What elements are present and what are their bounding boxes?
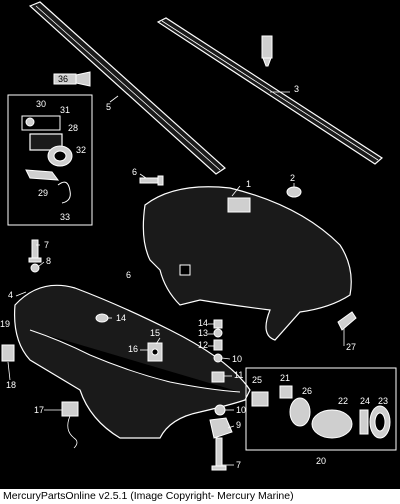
callout-17: 17	[34, 405, 44, 415]
callout-4: 4	[8, 290, 13, 300]
bolt-part-7-bottom	[211, 437, 227, 471]
latch-part-17	[61, 401, 79, 449]
inset-detail-box	[7, 94, 93, 226]
callout-15: 15	[150, 328, 160, 338]
callout-1: 1	[246, 179, 251, 189]
callout-19: 19	[0, 319, 10, 329]
grommet-part-14	[95, 313, 109, 323]
callout-14-right: 14	[198, 318, 208, 328]
washer-part-8	[30, 263, 40, 273]
callout-13: 13	[198, 328, 208, 338]
inset-box-part-20	[245, 367, 397, 451]
sealant-bottle	[261, 35, 273, 67]
callout-11: 11	[234, 370, 243, 380]
screw-part-6	[139, 175, 164, 186]
pad-part-18	[1, 344, 15, 362]
callout-7-top: 7	[44, 240, 49, 250]
callout-24: 24	[360, 396, 370, 406]
callout-25: 25	[252, 375, 262, 385]
callout-3: 3	[294, 84, 299, 94]
callout-21: 21	[280, 373, 290, 383]
callout-33: 33	[60, 212, 70, 222]
image-caption: MercuryPartsOnline v2.5.1 (Image Copyrig…	[0, 489, 400, 504]
top-cowl-part-1	[142, 186, 352, 341]
seal-strip-part-5	[28, 1, 226, 175]
fastener-stack	[211, 319, 225, 383]
seal-part-27	[337, 311, 357, 331]
callout-28: 28	[68, 123, 78, 133]
decal-part-2	[286, 186, 302, 198]
callout-labels: 1 2 3 4 5 6 6 7 7 8 9 10 10 11 12 13 14 …	[0, 74, 388, 470]
callout-8: 8	[46, 256, 51, 266]
callout-22: 22	[338, 396, 348, 406]
callout-12: 12	[198, 340, 208, 350]
callout-32: 32	[76, 145, 86, 155]
bottom-cowl-part-4	[13, 284, 251, 439]
callout-23: 23	[378, 396, 388, 406]
washer-part-10-bottom	[214, 404, 226, 416]
callout-2: 2	[290, 173, 295, 183]
parts-diagram: 1 2 3 4 5 6 6 7 7 8 9 10 10 11 12 13 14 …	[0, 1, 397, 471]
callout-5: 5	[106, 102, 111, 112]
callout-6-top: 6	[132, 167, 137, 177]
bracket-part-16	[147, 342, 163, 362]
callout-29: 29	[38, 188, 48, 198]
callout-6-middle: 6	[126, 270, 131, 280]
callout-7-bottom: 7	[236, 460, 241, 470]
adhesive-tube-part-36	[53, 71, 91, 87]
callout-10-bottom: 10	[236, 405, 246, 415]
seal-strip-part-3	[156, 17, 383, 165]
callout-30: 30	[36, 99, 46, 109]
callout-27: 27	[346, 342, 356, 352]
callout-18: 18	[6, 380, 16, 390]
bolt-part-7-top	[28, 239, 42, 263]
callout-9: 9	[236, 420, 241, 430]
callout-20: 20	[316, 456, 326, 466]
latch-lever-part-9	[209, 417, 233, 439]
callout-31: 31	[60, 105, 70, 115]
callout-16: 16	[128, 344, 138, 354]
callout-14-left: 14	[116, 313, 126, 323]
callout-36: 36	[58, 74, 68, 84]
callout-10-middle: 10	[232, 354, 242, 364]
callout-26: 26	[302, 386, 312, 396]
